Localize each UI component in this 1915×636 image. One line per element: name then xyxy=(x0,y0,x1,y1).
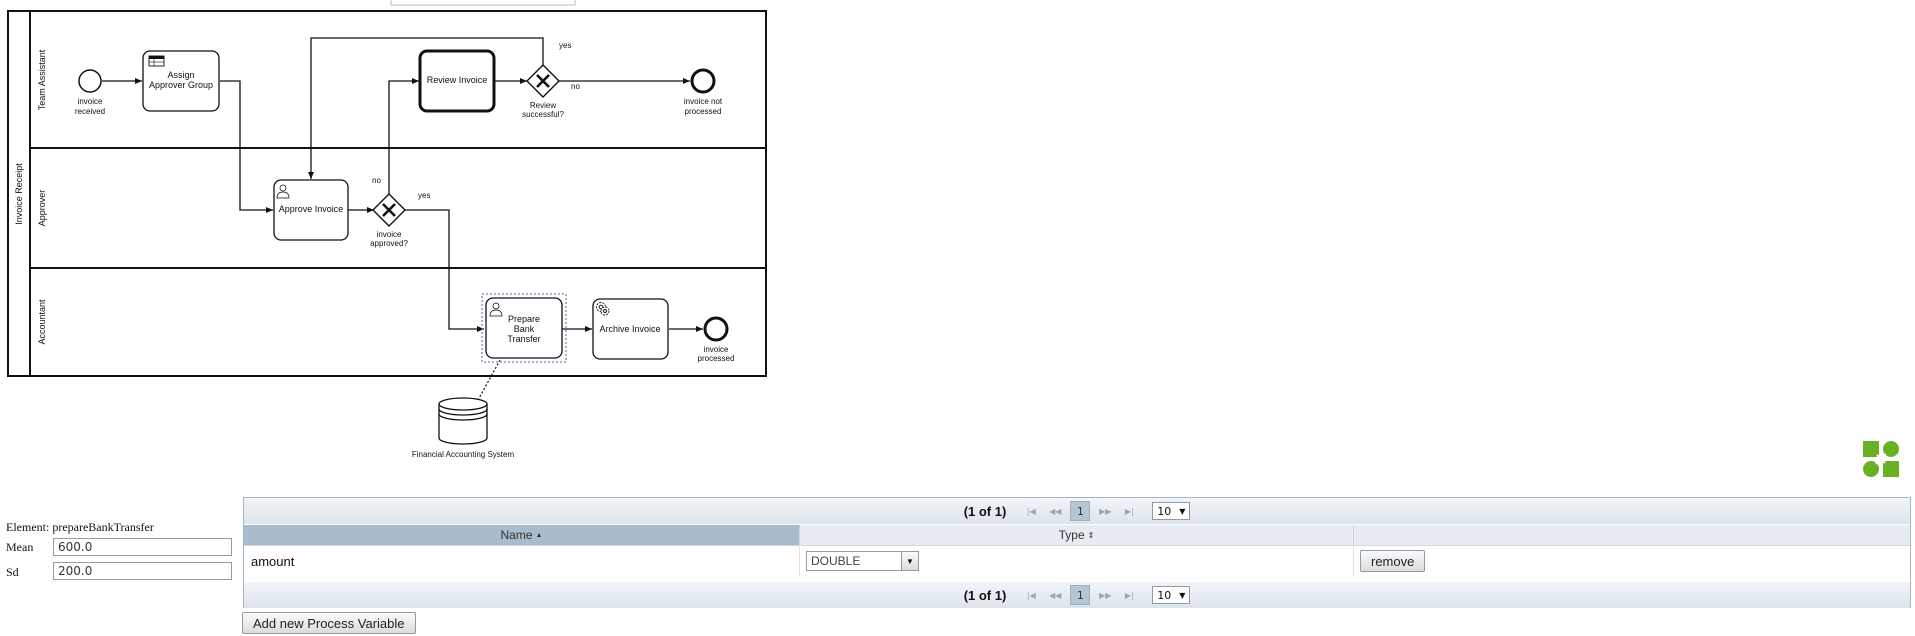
cell-type: DOUBLE ▼ xyxy=(800,545,1354,576)
pager-bottom: (1 of 1) |◀ ◀◀ 1 ▶▶ ▶| 10 ▼ xyxy=(244,582,1910,608)
prev-page-icon[interactable]: ◀◀ xyxy=(1049,590,1062,600)
toolbar-edge xyxy=(390,0,576,6)
lane-label-team-assistant: Team Assistant xyxy=(37,49,47,110)
event-label: invoice xyxy=(78,97,103,106)
element-id: prepareBankTransfer xyxy=(52,520,154,534)
add-process-variable-button[interactable]: Add new Process Variable xyxy=(242,612,416,634)
flow-label-yes: yes xyxy=(559,41,571,50)
page-number[interactable]: 1 xyxy=(1070,501,1091,521)
table-icon xyxy=(148,55,165,67)
task-review-invoice xyxy=(418,49,496,113)
start-event xyxy=(78,69,102,93)
task-label: Transfer xyxy=(507,334,540,344)
task-approve-invoice xyxy=(273,179,349,241)
task-label: Archive Invoice xyxy=(599,324,660,334)
flow-label-no: no xyxy=(571,82,580,91)
column-header-actions xyxy=(1354,525,1910,545)
gear-icon xyxy=(596,302,610,316)
event-label: invoice not xyxy=(684,97,723,106)
chevron-down-icon: ▼ xyxy=(1179,590,1186,600)
rows-per-page-select[interactable]: 10 ▼ xyxy=(1152,586,1191,604)
task-label: Assign xyxy=(167,70,194,80)
pool-frame xyxy=(7,10,767,377)
event-label: processed xyxy=(698,354,735,363)
gateway-invoice-approved xyxy=(372,193,406,227)
event-label: processed xyxy=(685,107,722,116)
mean-label: Mean xyxy=(6,540,34,554)
sort-ascending-icon: ▲ xyxy=(535,531,543,539)
sort-icon: ⇕ xyxy=(1087,530,1095,540)
datastore-label: Financial Accounting System xyxy=(412,450,515,459)
sd-input[interactable] xyxy=(53,562,232,580)
task-label: Approve Invoice xyxy=(279,204,344,214)
event-label: invoice xyxy=(704,345,729,354)
process-variable-table: (1 of 1) |◀ ◀◀ 1 ▶▶ ▶| 10 ▼ Name ▲ Type ⇕… xyxy=(243,497,1911,608)
flow-label-no: no xyxy=(372,176,381,185)
cell-actions: remove xyxy=(1354,545,1910,576)
pager-top: (1 of 1) |◀ ◀◀ 1 ▶▶ ▶| 10 ▼ xyxy=(244,498,1910,524)
element-line: Element: prepareBankTransfer xyxy=(6,520,154,535)
gateway-label: Review xyxy=(530,101,556,110)
page-info: (1 of 1) xyxy=(963,587,1007,603)
mean-input[interactable] xyxy=(53,538,232,556)
page-number[interactable]: 1 xyxy=(1070,585,1091,605)
app-logo-icon xyxy=(1863,441,1899,477)
task-label: Approver Group xyxy=(149,80,213,90)
type-select-value: DOUBLE xyxy=(811,554,861,568)
column-header-name-label: Name xyxy=(500,528,533,542)
gateway-label: approved? xyxy=(370,239,408,248)
element-label: Element: xyxy=(6,520,50,534)
end-event-processed xyxy=(703,316,729,342)
datastore-icon xyxy=(438,397,488,445)
task-label: Bank xyxy=(514,324,535,334)
column-header-name[interactable]: Name ▲ xyxy=(244,525,800,545)
next-page-icon[interactable]: ▶▶ xyxy=(1099,506,1112,516)
sd-label: Sd xyxy=(6,565,19,579)
pool-label: Invoice Receipt xyxy=(14,163,24,225)
task-label: Review Invoice xyxy=(427,75,488,85)
end-event-not-processed xyxy=(690,68,716,94)
last-page-icon[interactable]: ▶| xyxy=(1124,506,1134,516)
lane-label-approver: Approver xyxy=(37,190,47,227)
gateway-review-successful xyxy=(526,64,560,98)
selection-outline xyxy=(481,293,567,363)
user-icon xyxy=(489,302,503,317)
gateway-label: successful? xyxy=(522,110,564,119)
rows-per-page-select[interactable]: 10 ▼ xyxy=(1152,502,1191,520)
task-prepare-bank-transfer xyxy=(485,297,563,359)
user-icon xyxy=(276,184,290,199)
remove-button[interactable]: remove xyxy=(1360,550,1426,572)
rows-per-page-value: 10 xyxy=(1157,588,1172,602)
prev-page-icon[interactable]: ◀◀ xyxy=(1049,506,1062,516)
task-label: Prepare xyxy=(508,314,540,324)
cell-name: amount xyxy=(244,545,800,576)
column-header-type[interactable]: Type ⇕ xyxy=(800,525,1354,545)
gateway-label: invoice xyxy=(377,230,402,239)
page-info: (1 of 1) xyxy=(963,503,1007,519)
chevron-down-icon: ▼ xyxy=(1179,506,1186,516)
bpmn-diagram: Invoice Receipt Team Assistant Approver … xyxy=(7,0,767,459)
rows-per-page-value: 10 xyxy=(1157,504,1172,518)
event-label: received xyxy=(75,107,105,116)
last-page-icon[interactable]: ▶| xyxy=(1124,590,1134,600)
next-page-icon[interactable]: ▶▶ xyxy=(1099,590,1112,600)
lane-label-accountant: Accountant xyxy=(37,299,47,345)
flow-label-yes: yes xyxy=(418,191,430,200)
column-header-type-label: Type xyxy=(1058,528,1085,542)
first-page-icon[interactable]: |◀ xyxy=(1026,506,1036,516)
chevron-down-icon: ▼ xyxy=(901,552,918,570)
type-select[interactable]: DOUBLE ▼ xyxy=(806,551,919,571)
first-page-icon[interactable]: |◀ xyxy=(1026,590,1036,600)
task-archive-invoice xyxy=(592,298,669,360)
